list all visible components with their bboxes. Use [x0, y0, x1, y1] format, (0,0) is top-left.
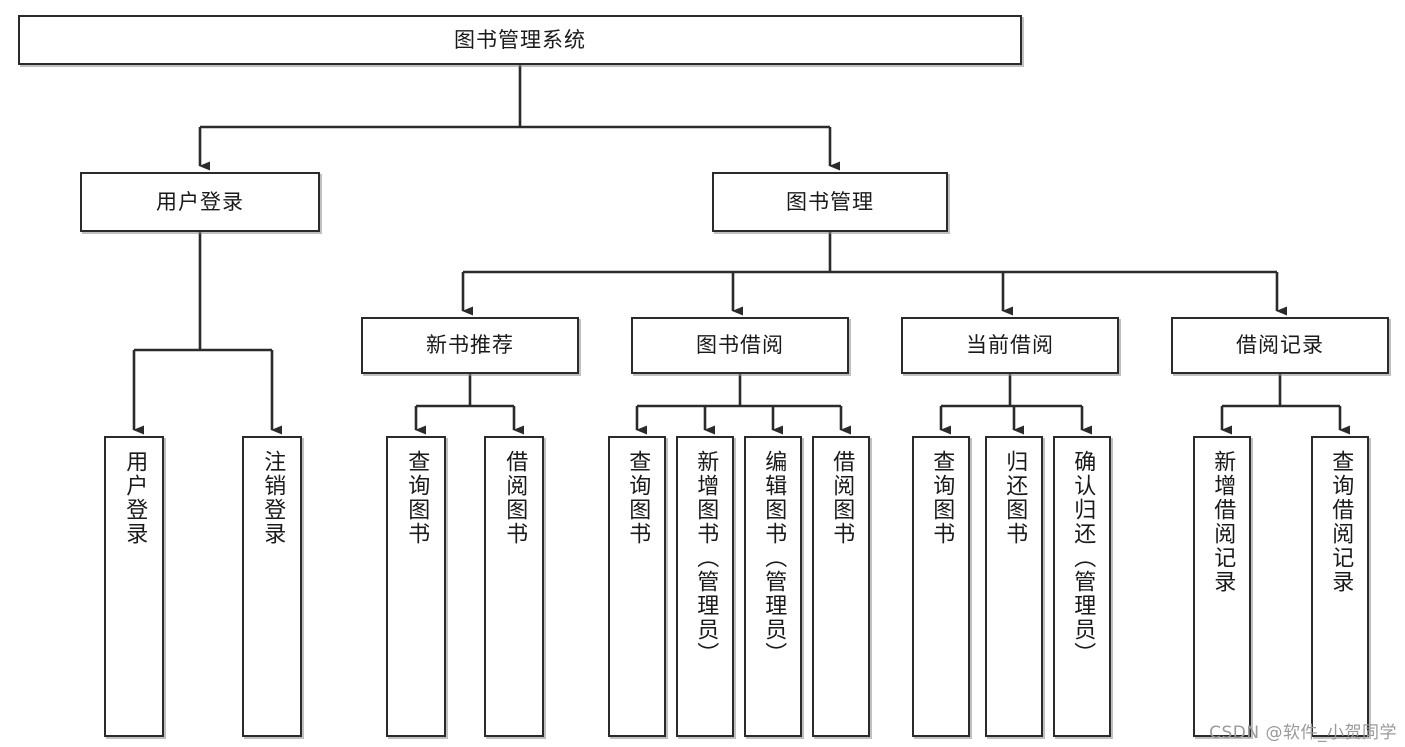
node-book-manage[interactable]: 图书管理: [712, 172, 948, 232]
node-leaf-add-borrow-record-label: 新增借阅记录: [1210, 450, 1236, 594]
node-leaf-add-borrow-record[interactable]: 新增借阅记录: [1193, 436, 1251, 737]
node-leaf-confirm-return[interactable]: 确认归还（管理员）: [1053, 436, 1111, 737]
node-leaf-query-borrow-record-label: 查询借阅记录: [1328, 450, 1354, 594]
node-leaf-borrow-book-bor-label: 借阅图书: [829, 450, 855, 546]
node-user-login-label: 用户登录: [156, 189, 244, 214]
node-book-borrow[interactable]: 图书借阅: [631, 317, 849, 374]
node-leaf-borrow-book-rec[interactable]: 借阅图书: [484, 436, 544, 737]
node-leaf-borrow-book-bor[interactable]: 借阅图书: [812, 436, 870, 737]
node-leaf-query-book-bor[interactable]: 查询图书: [608, 436, 666, 737]
node-borrow-record-label: 借阅记录: [1236, 333, 1324, 358]
node-leaf-return-book[interactable]: 归还图书: [985, 436, 1043, 737]
node-leaf-query-book-bor-label: 查询图书: [625, 450, 651, 546]
node-leaf-edit-book-label: 编辑图书（管理员）: [761, 450, 787, 666]
node-leaf-add-book[interactable]: 新增图书（管理员）: [676, 436, 734, 737]
node-leaf-confirm-return-label: 确认归还（管理员）: [1070, 450, 1096, 666]
node-leaf-query-book-cur[interactable]: 查询图书: [912, 436, 970, 737]
node-leaf-edit-book[interactable]: 编辑图书（管理员）: [744, 436, 802, 737]
node-leaf-borrow-book-rec-label: 借阅图书: [502, 450, 528, 546]
csdn-watermark: CSDN @软件_小贺同学: [1209, 723, 1397, 743]
node-current-borrow-label: 当前借阅: [966, 333, 1054, 358]
node-leaf-query-book-rec[interactable]: 查询图书: [386, 436, 446, 737]
node-book-manage-label: 图书管理: [786, 189, 874, 214]
node-new-book-rec-label: 新书推荐: [426, 333, 514, 358]
node-book-borrow-label: 图书借阅: [696, 333, 784, 358]
node-leaf-user-login-label: 用户登录: [122, 450, 148, 546]
node-new-book-rec[interactable]: 新书推荐: [361, 317, 579, 374]
node-leaf-query-book-rec-label: 查询图书: [404, 450, 430, 546]
node-user-login[interactable]: 用户登录: [80, 172, 320, 232]
node-borrow-record[interactable]: 借阅记录: [1171, 317, 1389, 374]
node-current-borrow[interactable]: 当前借阅: [901, 317, 1119, 374]
node-leaf-user-logout-label: 注销登录: [260, 450, 286, 546]
node-root[interactable]: 图书管理系统: [18, 15, 1022, 65]
node-leaf-add-book-label: 新增图书（管理员）: [693, 450, 719, 666]
node-root-label: 图书管理系统: [454, 27, 586, 52]
node-leaf-return-book-label: 归还图书: [1002, 450, 1028, 546]
node-leaf-query-book-cur-label: 查询图书: [929, 450, 955, 546]
node-leaf-user-login[interactable]: 用户登录: [104, 436, 164, 737]
node-leaf-query-borrow-record[interactable]: 查询借阅记录: [1311, 436, 1369, 737]
node-leaf-user-logout[interactable]: 注销登录: [242, 436, 302, 737]
